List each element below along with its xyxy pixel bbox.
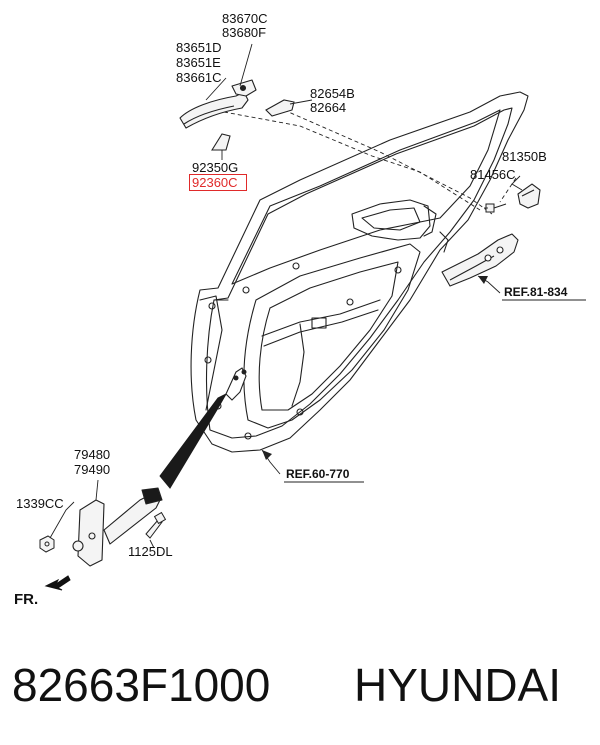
inner-trim-opening	[243, 243, 421, 429]
handle-cover	[265, 99, 295, 117]
ref-81-834: REF.81-834	[504, 285, 568, 299]
part-number-caption: 82663F1000	[12, 659, 271, 711]
front-direction-label: FR.	[14, 591, 39, 608]
label-83651D: 83651D	[176, 40, 222, 55]
label-83670C: 83670C	[222, 11, 268, 26]
brand-caption: HYUNDAI	[354, 659, 562, 711]
label-1339CC: 1339CC	[16, 496, 64, 511]
label-82654B: 82654B	[310, 86, 355, 101]
bolt-1125DL	[145, 511, 167, 539]
latch-assembly	[441, 233, 519, 287]
label-79480: 79480	[74, 447, 111, 462]
highlighted-part-box	[189, 174, 247, 191]
window-frame	[231, 109, 501, 285]
door-check-strap	[159, 367, 247, 489]
label-83651E: 83651E	[176, 55, 221, 70]
nut-1339CC	[39, 535, 55, 553]
door-inner-frame	[205, 107, 513, 439]
label-83661C: 83661C	[176, 70, 222, 85]
label-82664: 82664	[310, 100, 347, 115]
label-83680F: 83680F	[222, 25, 267, 40]
ref-60-770: REF.60-770	[286, 467, 350, 481]
label-81350B: 81350B	[502, 149, 547, 164]
door-striker	[517, 183, 541, 209]
door-panel-outline	[190, 91, 529, 453]
key-cylinder-cover	[211, 133, 231, 151]
label-92350G: 92350G	[192, 160, 239, 175]
label-81456C: 81456C	[470, 167, 516, 182]
front-direction-arrow	[44, 575, 71, 591]
outside-handle	[179, 79, 257, 129]
label-79490: 79490	[74, 462, 111, 477]
striker-bolt	[485, 203, 507, 213]
label-1125DL: 1125DL	[128, 544, 173, 559]
label-92360C: 92360C	[192, 175, 238, 190]
door-checker	[72, 487, 163, 567]
